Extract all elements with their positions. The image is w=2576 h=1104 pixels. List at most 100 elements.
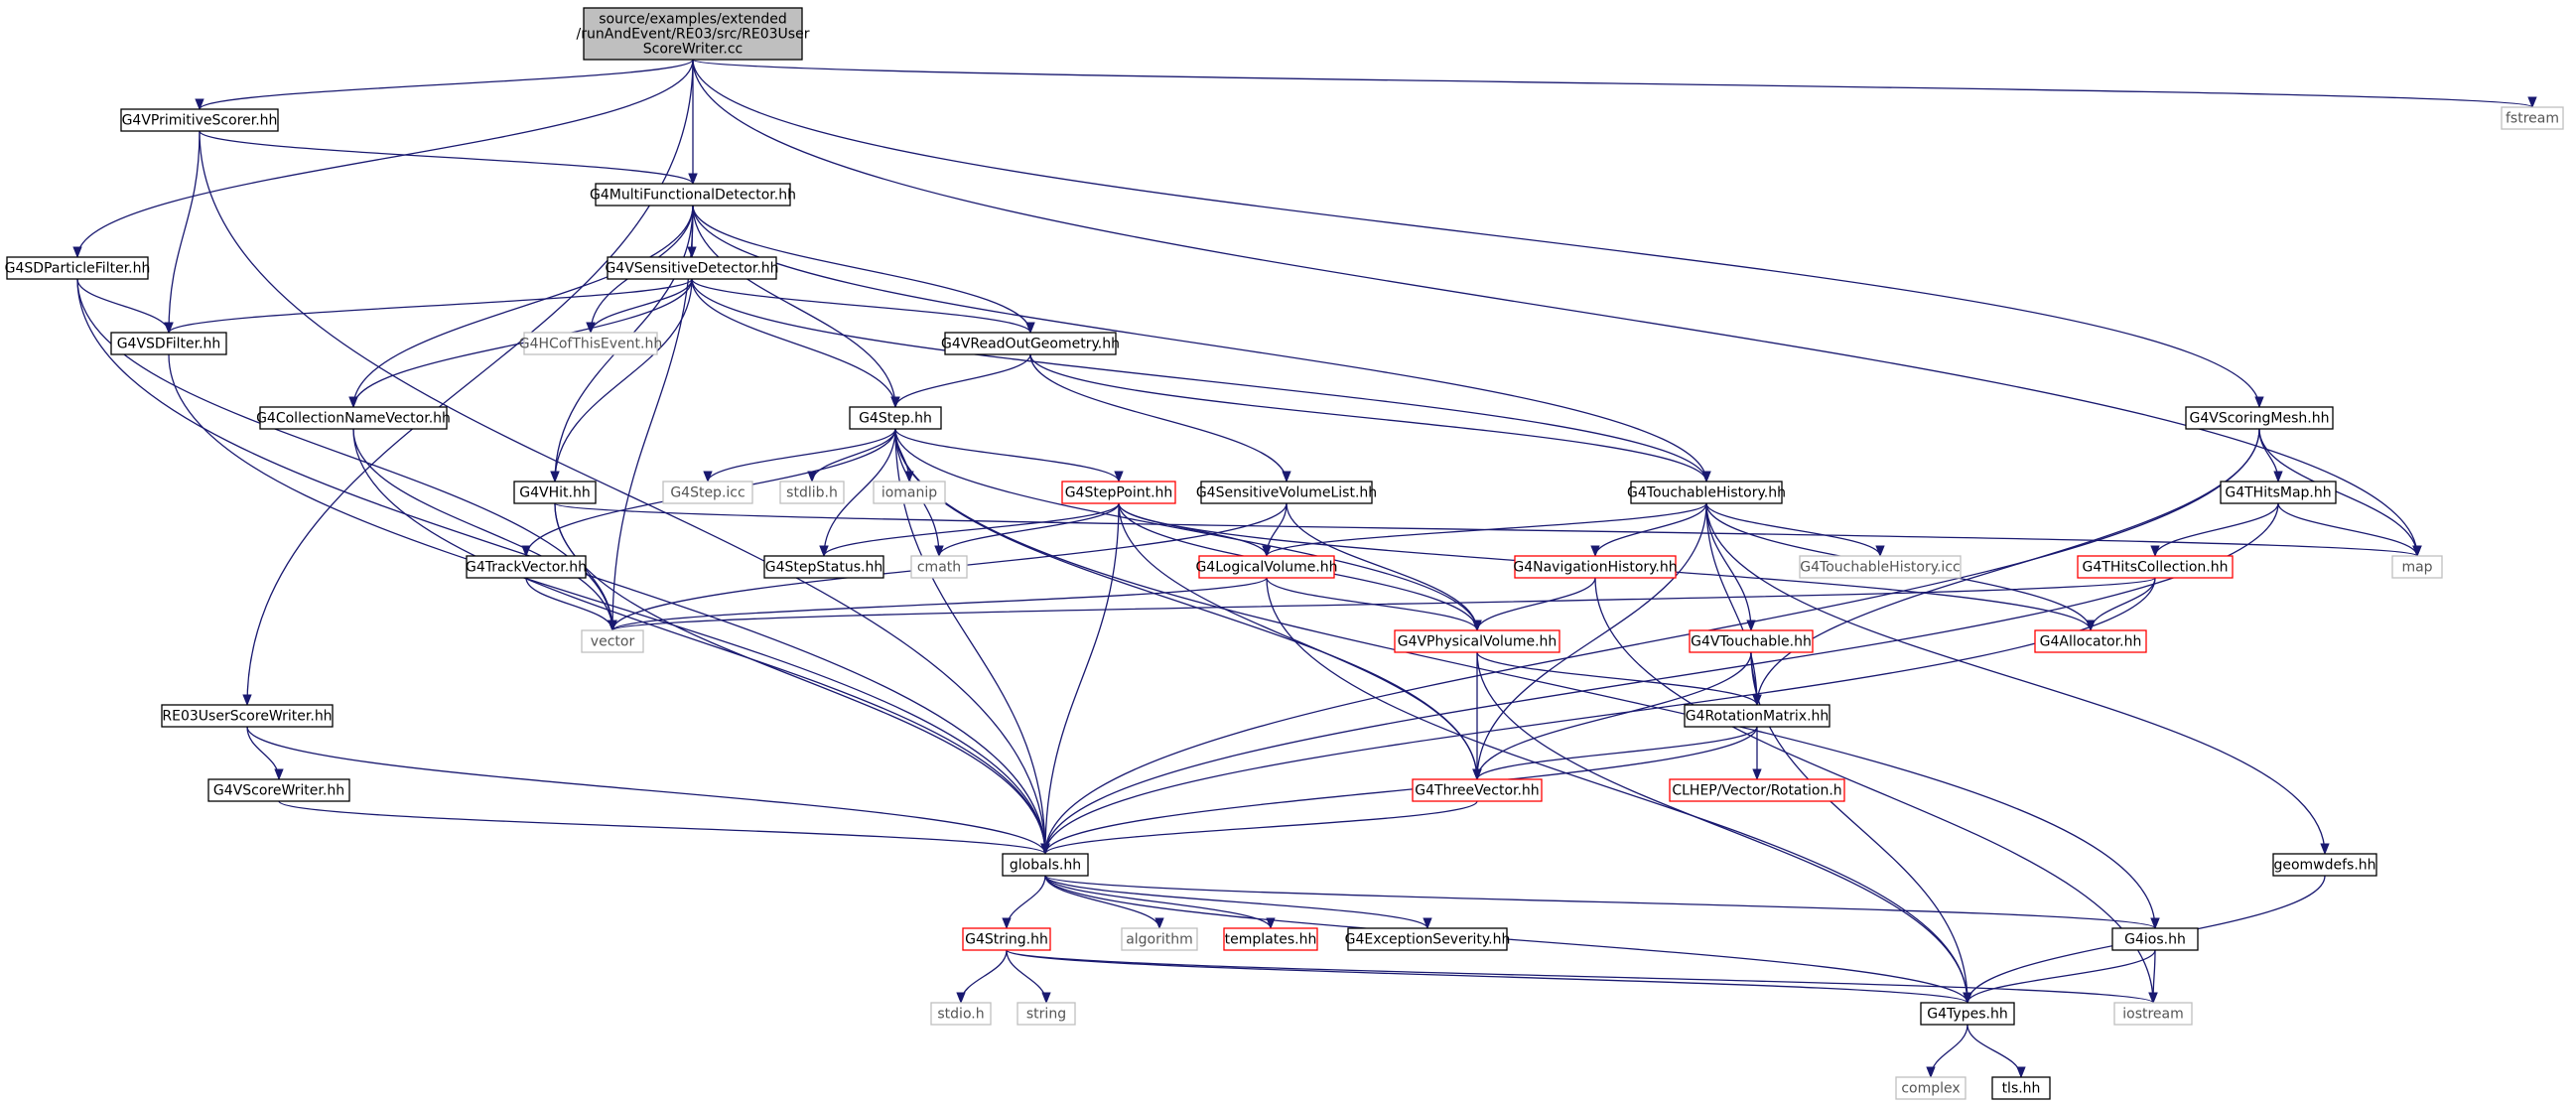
node-templates[interactable]: templates.hh [1223, 927, 1318, 951]
edge-globals-to-templates [1044, 875, 1276, 930]
node-box [1002, 853, 1089, 877]
node-g4rotationmatrix[interactable]: G4RotationMatrix.hh [1684, 704, 1830, 728]
node-iomanip[interactable]: iomanip [873, 481, 946, 504]
node-g4vhit[interactable]: G4VHit.hh [513, 481, 597, 504]
node-label: geomwdefs.hh [2273, 858, 2375, 874]
edge-g4thitsmap-to-g4thitscollection [2150, 502, 2279, 558]
node-cmath[interactable]: cmath [910, 555, 968, 579]
node-geomwdefs[interactable]: geomwdefs.hh [2272, 853, 2377, 877]
node-label: G4VScoringMesh.hh [2190, 411, 2330, 427]
node-clheprotation[interactable]: CLHEP/Vector/Rotation.h [1669, 778, 1845, 802]
node-box [1630, 481, 1783, 504]
node-g4vphysicalvolume[interactable]: G4VPhysicalVolume.hh [1394, 629, 1560, 653]
edge-g4vsensitivedetector-to-g4hcofthisevent [586, 278, 693, 335]
node-g4vreadoutgeometry[interactable]: G4VReadOutGeometry.hh [941, 332, 1120, 355]
node-g4vtouchable[interactable]: G4VTouchable.hh [1689, 629, 1814, 653]
node-g4collectionnamevector[interactable]: G4CollectionNameVector.hh [256, 406, 451, 430]
edge-re03userscorewriter-to-globals [246, 726, 1050, 856]
node-box [259, 406, 448, 430]
node-box [2034, 629, 2147, 653]
node-label: G4ios.hh [2124, 932, 2186, 948]
node-g4touchablehistoryicc[interactable]: G4TouchableHistory.icc [1799, 555, 1962, 579]
node-g4thitscollection[interactable]: G4THitsCollection.hh [2077, 555, 2234, 579]
edge-globals-to-g4exceptionseverity [1044, 875, 1432, 930]
edge-g4vsensitivedetector-to-g4vsdfilter [164, 278, 693, 335]
node-g4sensitivevolumelist[interactable]: G4SensitiveVolumeList.hh [1196, 481, 1377, 504]
node-stdio[interactable]: stdio.h [930, 1002, 992, 1026]
node-map[interactable]: map [2391, 555, 2443, 579]
node-globals[interactable]: globals.hh [1002, 853, 1089, 877]
node-vector[interactable]: vector [581, 629, 644, 653]
node-g4allocator[interactable]: G4Allocator.hh [2034, 629, 2147, 653]
node-label: complex [1901, 1081, 1960, 1097]
node-g4stepicc[interactable]: G4Step.icc [662, 481, 753, 504]
node-string[interactable]: string [1017, 1002, 1076, 1026]
edge-g4string-to-stdio [956, 949, 1008, 1005]
node-g4sdparticlefilter[interactable]: G4SDParticleFilter.hh [5, 256, 151, 280]
edge-g4sdparticlefilter-to-g4vsdfilter [76, 278, 174, 335]
node-g4trackvector[interactable]: G4TrackVector.hh [466, 555, 587, 579]
node-label: G4THitsCollection.hh [2083, 560, 2229, 576]
node-label: G4RotationMatrix.hh [1686, 709, 1830, 725]
node-box [662, 481, 753, 504]
edge-g4step-to-g4stepicc [703, 428, 896, 483]
node-g4step[interactable]: G4Step.hh [849, 406, 942, 430]
node-g4ios[interactable]: G4ios.hh [2111, 927, 2199, 951]
edge-globals-to-algorithm [1044, 875, 1164, 930]
node-g4stepstatus[interactable]: G4StepStatus.hh [763, 555, 884, 579]
node-box [1669, 778, 1845, 802]
node-iostream[interactable]: iostream [2113, 1002, 2193, 1026]
node-label: G4VHit.hh [519, 485, 590, 501]
edge-g4ios-to-iostream [2148, 949, 2158, 1005]
node-label: G4THitsMap.hh [2225, 485, 2331, 501]
edge-g4ios-to-g4types [1963, 949, 2156, 1005]
edge-g4thitscollection-to-g4allocator [2086, 577, 2156, 632]
node-box [1991, 1076, 2051, 1100]
node-box [873, 481, 946, 504]
edge-globals-to-g4ios [1044, 875, 2160, 930]
node-label: /runAndEvent/RE03/src/RE03User [577, 27, 810, 43]
node-label: G4VScoreWriter.hh [213, 783, 344, 799]
node-g4exceptionseverity[interactable]: G4ExceptionSeverity.hh [1345, 927, 1511, 951]
node-g4string[interactable]: G4String.hh [962, 927, 1051, 951]
node-g4vsdfilter[interactable]: G4VSDFilter.hh [110, 332, 227, 355]
node-layer: source/examples/extended/runAndEvent/RE0… [5, 7, 2564, 1100]
edge-g4navigationhistory-to-g4vphysicalvolume [1472, 577, 1596, 632]
edge-g4steppoint-to-cmath [934, 502, 1120, 558]
node-label: G4Types.hh [1927, 1007, 2007, 1023]
node-tls[interactable]: tls.hh [1991, 1076, 2051, 1100]
node-g4vprimitivescorer[interactable]: G4VPrimitiveScorer.hh [120, 108, 279, 132]
node-g4touchablehistory[interactable]: G4TouchableHistory.hh [1627, 481, 1786, 504]
edge-g4types-to-complex [1926, 1024, 1968, 1079]
edge-root-to-map [692, 59, 2422, 558]
node-complex[interactable]: complex [1895, 1076, 1966, 1100]
node-g4steppoint[interactable]: G4StepPoint.hh [1061, 481, 1176, 504]
node-g4vscorewriter[interactable]: G4VScoreWriter.hh [207, 778, 350, 802]
node-stdlib[interactable]: stdlib.h [779, 481, 845, 504]
node-re03userscorewriter[interactable]: RE03UserScoreWriter.hh [161, 704, 334, 728]
node-g4multifunctionaldetector[interactable]: G4MultiFunctionalDetector.hh [590, 183, 796, 207]
node-g4navigationhistory[interactable]: G4NavigationHistory.hh [1513, 555, 1678, 579]
node-box [1412, 778, 1543, 802]
edge-root-to-re03userscorewriter [242, 59, 694, 707]
node-box [962, 927, 1051, 951]
node-root[interactable]: source/examples/extended/runAndEvent/RE0… [577, 7, 810, 61]
node-algorithm[interactable]: algorithm [1121, 927, 1198, 951]
node-g4thitsmap[interactable]: G4THitsMap.hh [2220, 481, 2337, 504]
node-g4types[interactable]: G4Types.hh [1920, 1002, 2015, 1026]
edge-g4string-to-string [1006, 949, 1051, 1005]
node-fstream[interactable]: fstream [2501, 106, 2564, 130]
edge-g4threevector-to-globals [1040, 800, 1478, 856]
node-label: G4Step.hh [859, 411, 932, 427]
node-g4vsensitivedetector[interactable]: G4VSensitiveDetector.hh [605, 256, 779, 280]
node-label: RE03UserScoreWriter.hh [162, 709, 332, 725]
node-label: G4NavigationHistory.hh [1513, 560, 1677, 576]
node-g4logicalvolume[interactable]: G4LogicalVolume.hh [1195, 555, 1338, 579]
node-g4vscoringmesh[interactable]: G4VScoringMesh.hh [2185, 406, 2334, 430]
node-box [1121, 927, 1198, 951]
node-g4hcofthisevent[interactable]: G4HCofThisEvent.hh [519, 332, 662, 355]
node-label: G4Allocator.hh [2040, 634, 2142, 650]
node-g4threevector[interactable]: G4ThreeVector.hh [1412, 778, 1543, 802]
node-box [2185, 406, 2334, 430]
edge-g4touchablehistory-to-g4touchablehistoryicc [1705, 502, 1885, 558]
